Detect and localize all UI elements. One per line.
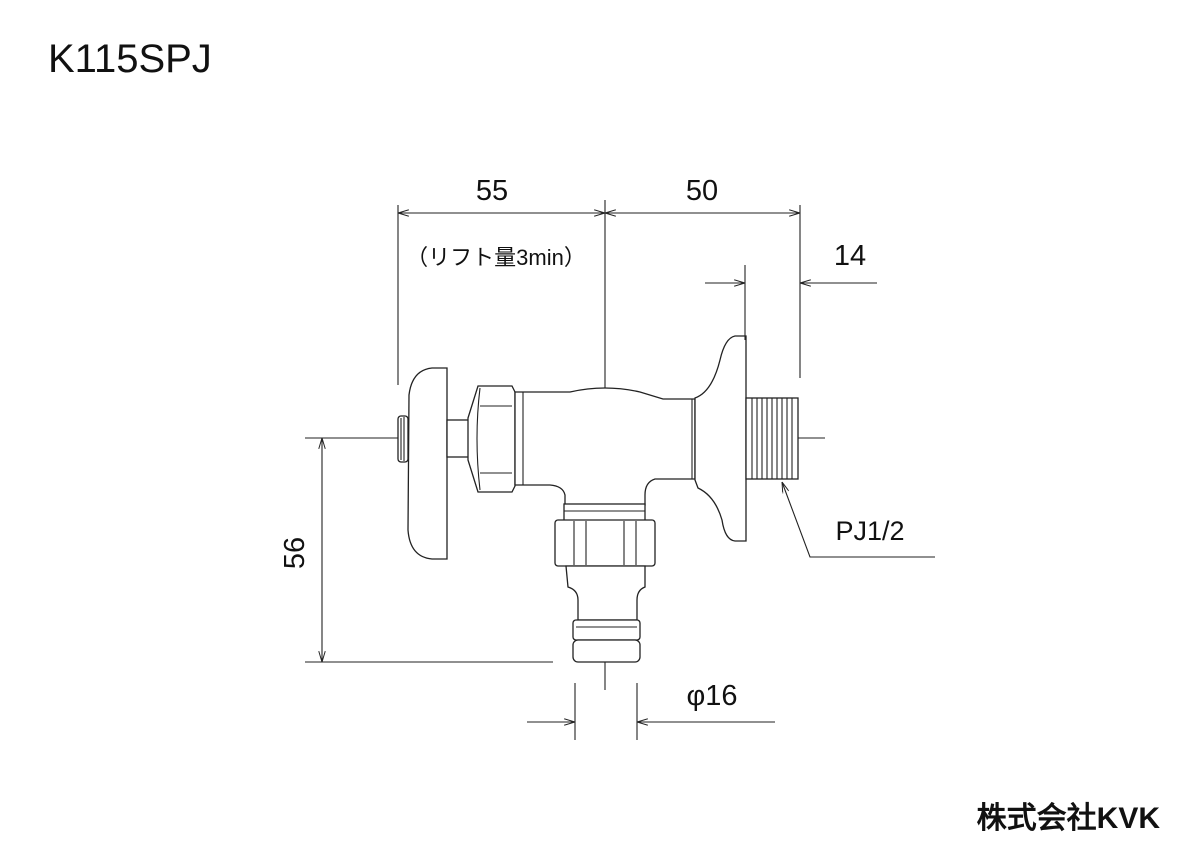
hex-nut-facets bbox=[476, 387, 512, 491]
stem bbox=[446, 419, 470, 458]
knob-knurling bbox=[400, 417, 405, 461]
lift-note: （リフト量3min） bbox=[406, 245, 586, 270]
dimension-55-label: 55 bbox=[476, 175, 508, 207]
connector-ring-upper bbox=[572, 619, 641, 641]
faucet-drawing bbox=[397, 335, 799, 663]
thread-leader-line bbox=[782, 482, 935, 558]
outlet-nut bbox=[554, 519, 656, 567]
handle bbox=[407, 367, 448, 560]
dimension-50-label: 50 bbox=[686, 175, 718, 207]
knurled-knob bbox=[397, 415, 409, 463]
outlet-nut-facets bbox=[573, 521, 637, 565]
thread-lines bbox=[751, 398, 793, 479]
hose-connector bbox=[565, 565, 646, 621]
dimension-14-label: 14 bbox=[834, 240, 866, 272]
wall-flange bbox=[694, 335, 747, 542]
valve-body bbox=[514, 387, 696, 506]
connector-ring-lower bbox=[572, 639, 641, 663]
hex-nut bbox=[467, 385, 516, 493]
dimension-56-label: 56 bbox=[279, 537, 311, 569]
company-logo: 株式会社KVK bbox=[977, 802, 1161, 835]
outlet-collar bbox=[563, 503, 646, 522]
dimension-phi16-label: φ16 bbox=[686, 680, 737, 712]
thread-spec-label: PJ1/2 bbox=[835, 516, 904, 546]
model-number: K115SPJ bbox=[48, 37, 212, 81]
